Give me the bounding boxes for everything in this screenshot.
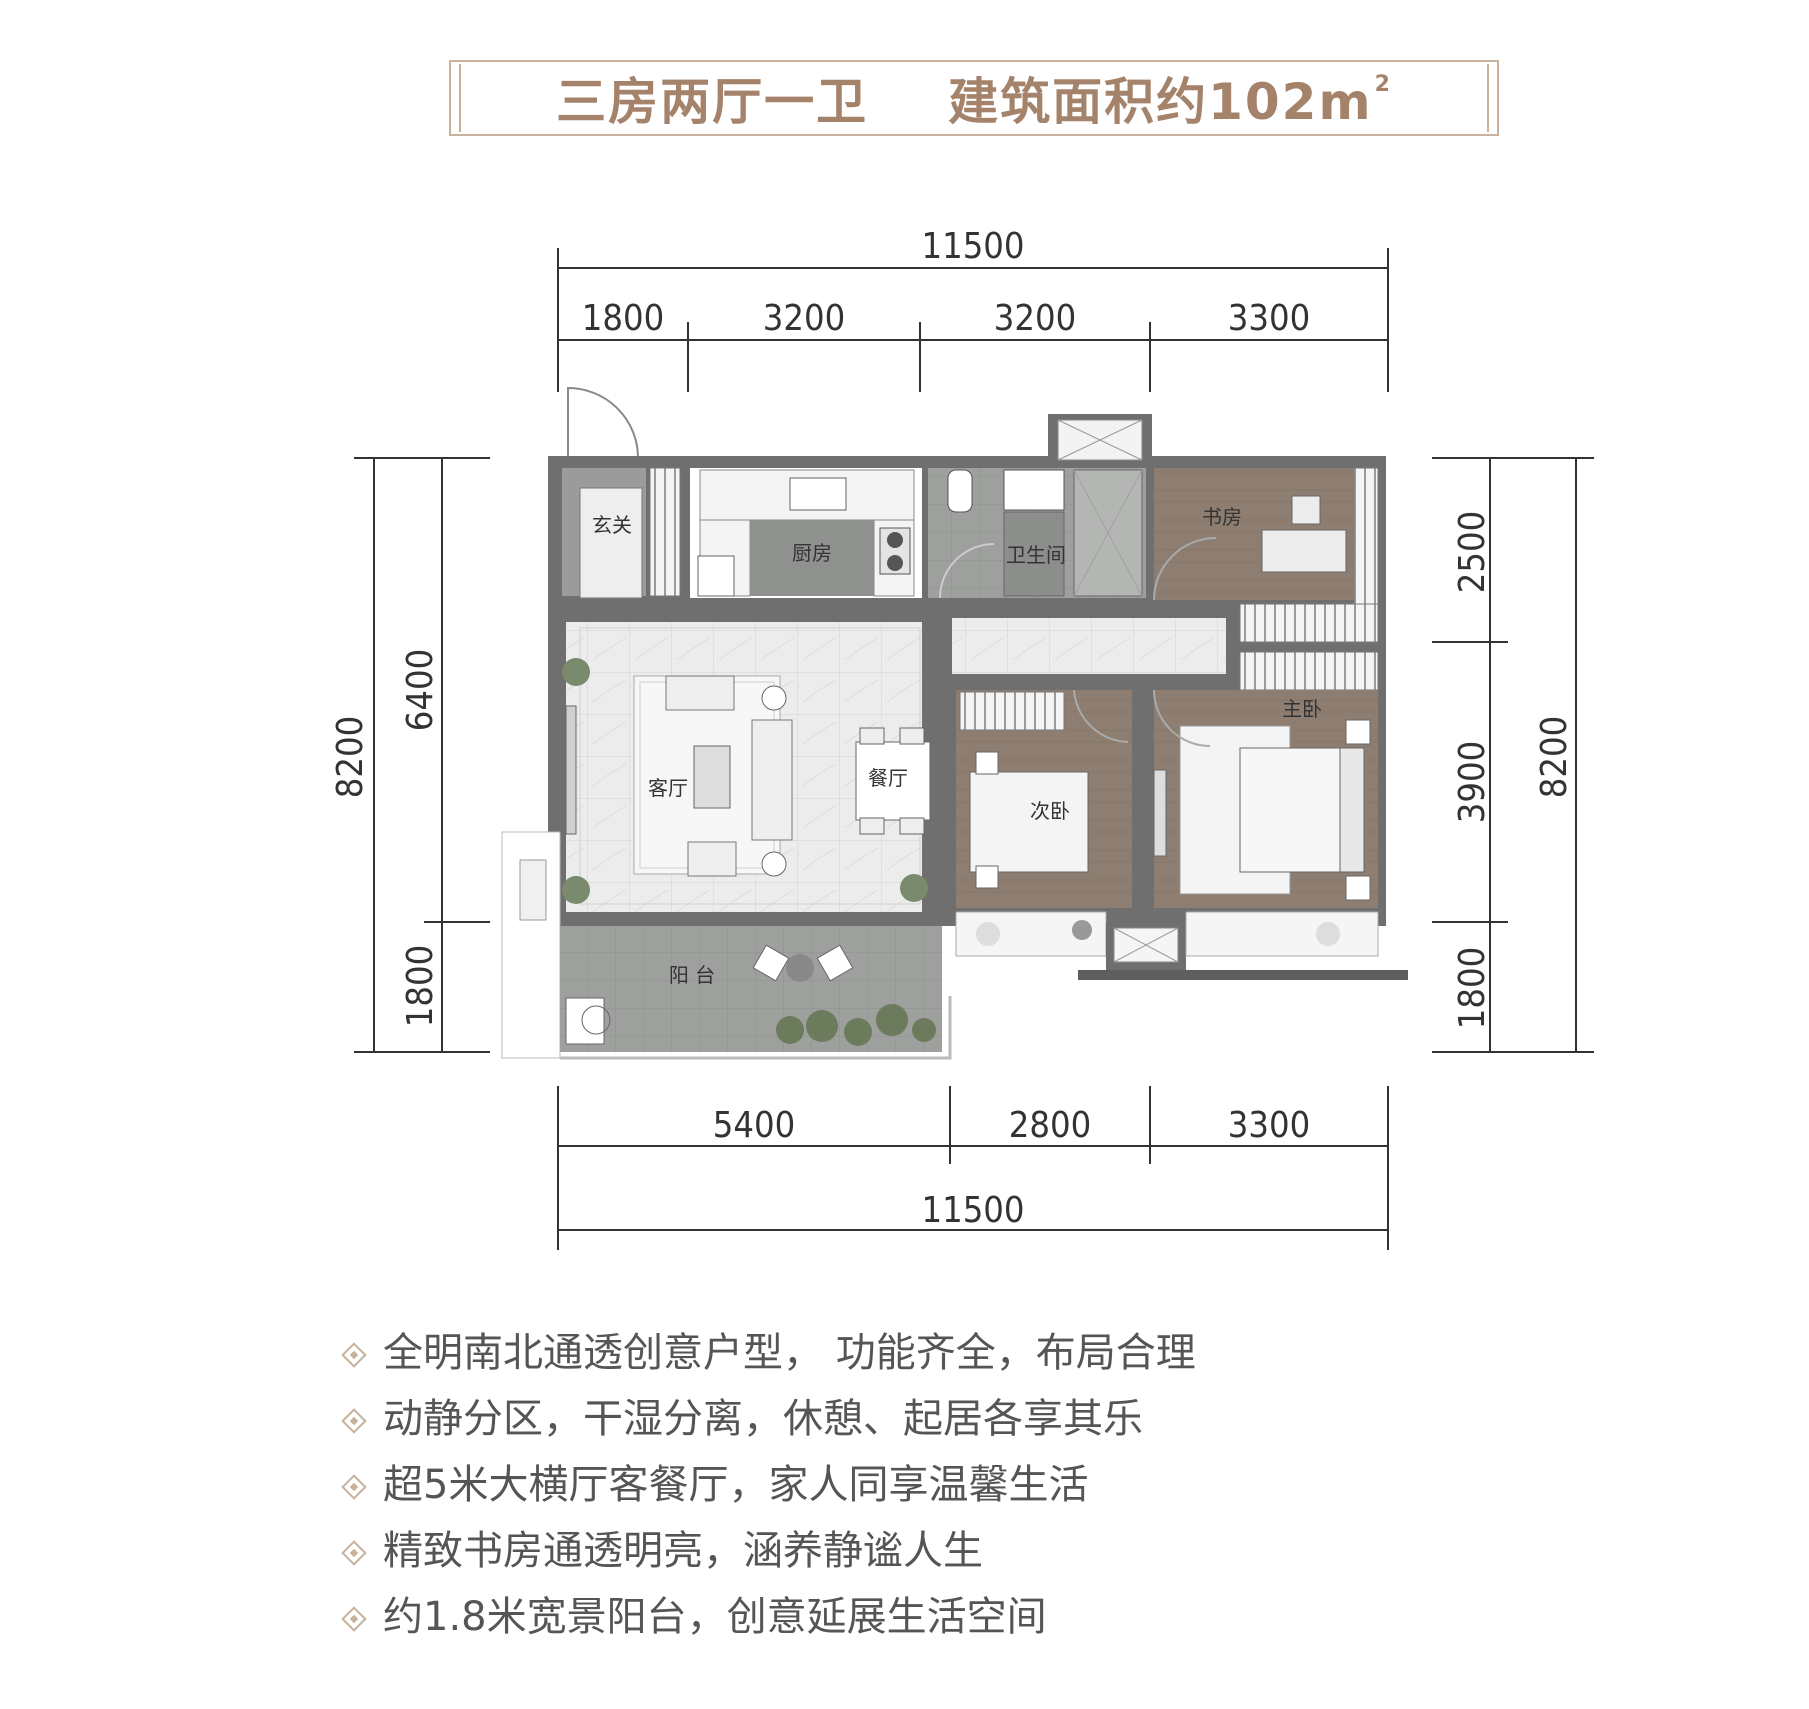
floor-plan: 11500 1800 3200 3200 3300 5400 2800 3300… <box>330 226 1594 1250</box>
feature-list: 全明南北通透创意户型， 功能齐全，布局合理 动静分区，干湿分离，休憩、起居各享其… <box>341 1320 1445 1650</box>
room-study: 书房 <box>1153 467 1379 637</box>
bottom-dim-3: 3300 <box>1228 1105 1310 1146</box>
feature-text: 全明南北通透创意户型， 功能齐全，布局合理 <box>383 1330 1196 1376</box>
bottom-dim-2: 2800 <box>1009 1105 1091 1146</box>
feature-item: 全明南北通透创意户型， 功能齐全，布局合理 <box>341 1320 1445 1386</box>
feature-item: 动静分区，干湿分离，休憩、起居各享其乐 <box>341 1386 1445 1452</box>
room-kitchen: 厨房 <box>690 468 922 598</box>
right-dim-1: 2500 <box>1452 511 1493 593</box>
bottom-total-dim: 11500 <box>921 1190 1024 1231</box>
area-value: 建筑面积约102m <box>948 73 1373 131</box>
title-frame-inner <box>459 64 1489 132</box>
top-dimension-lines <box>557 248 1389 392</box>
top-dim-2: 3200 <box>763 298 845 339</box>
title-banner: 三房两厅一卫 建筑面积约102m2 <box>449 60 1499 136</box>
room-living-dining: 客厅 餐厅 <box>562 622 931 912</box>
feature-item: 超5米大横厅客餐厅，家人同享温馨生活 <box>341 1452 1445 1518</box>
right-dim-3: 1800 <box>1452 947 1493 1029</box>
room-entry: 玄关 <box>562 386 681 599</box>
diamond-bullet-icon <box>341 1540 367 1566</box>
room-bathroom: 卫生间 <box>928 468 1146 599</box>
left-lower-dim: 1800 <box>400 945 441 1027</box>
diamond-bullet-icon <box>341 1408 367 1434</box>
room-second-bedroom: 次卧 <box>956 689 1132 908</box>
feature-text: 动静分区，干湿分离，休憩、起居各享其乐 <box>383 1396 1143 1442</box>
diamond-bullet-icon <box>341 1474 367 1500</box>
diamond-bullet-icon <box>341 1606 367 1632</box>
master-bedroom-label: 主卧 <box>1282 697 1322 721</box>
feature-item: 约1.8米宽景阳台，创意延展生活空间 <box>341 1584 1445 1650</box>
corridor <box>952 618 1226 674</box>
bathroom-label: 卫生间 <box>1006 543 1066 567</box>
living-label: 客厅 <box>648 776 688 800</box>
layout-title: 三房两厅一卫 <box>556 73 869 131</box>
bottom-dim-1: 5400 <box>713 1105 795 1146</box>
entry-label: 玄关 <box>592 513 632 537</box>
area-title: 建筑面积约102m2 <box>948 62 1392 134</box>
right-dim-2: 3900 <box>1452 741 1493 823</box>
title-text: 三房两厅一卫 建筑面积约102m2 <box>449 60 1499 136</box>
feature-text: 超5米大横厅客餐厅，家人同享温馨生活 <box>383 1462 1089 1508</box>
study-label: 书房 <box>1202 505 1242 529</box>
balcony-label: 阳 台 <box>669 963 715 987</box>
south-bay-windows <box>955 911 1408 980</box>
diamond-bullet-icon <box>341 1342 367 1368</box>
right-dimension-lines <box>1432 457 1594 1053</box>
kitchen-label: 厨房 <box>792 541 832 565</box>
dining-label: 餐厅 <box>868 766 908 790</box>
left-total-dim: 8200 <box>330 716 371 798</box>
feature-text: 精致书房通透明亮，涵养静谧人生 <box>383 1528 983 1574</box>
top-total-dim: 11500 <box>921 226 1024 267</box>
top-dim-1: 1800 <box>582 298 664 339</box>
room-master-bedroom: 主卧 <box>1153 689 1378 908</box>
second-bedroom-label: 次卧 <box>1030 799 1070 823</box>
bottom-dimension-lines <box>557 1086 1389 1250</box>
floor-plan-svg: 11500 1800 3200 3200 3300 5400 2800 3300… <box>330 226 1594 1250</box>
feature-item: 精致书房通透明亮，涵养静谧人生 <box>341 1518 1445 1584</box>
right-total-dim: 8200 <box>1534 716 1575 798</box>
left-upper-dim: 6400 <box>400 649 441 731</box>
top-dim-3: 3200 <box>994 298 1076 339</box>
feature-text: 约1.8米宽景阳台，创意延展生活空间 <box>383 1594 1047 1640</box>
title-frame-outer <box>449 60 1499 136</box>
wardrobes <box>1239 603 1379 691</box>
room-balcony: 阳 台 <box>501 831 952 1060</box>
area-unit-sup: 2 <box>1374 72 1392 97</box>
top-dim-4: 3300 <box>1228 298 1310 339</box>
left-dimension-lines <box>354 457 490 1053</box>
